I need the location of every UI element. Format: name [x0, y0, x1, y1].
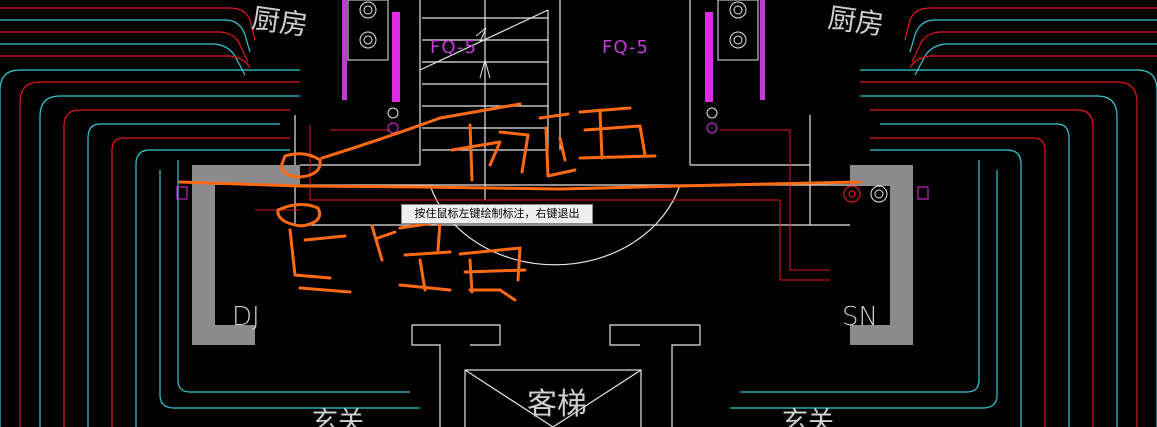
- label-kitchen-right: 厨房: [826, 1, 886, 41]
- left-wall-lines: [0, 7, 420, 427]
- magenta-fixtures: [176, 122, 929, 200]
- label-fq-left: FQ-5: [430, 37, 477, 58]
- top-fixtures: [347, 0, 888, 203]
- label-sn: SN: [842, 302, 878, 332]
- label-kitchen-left: 厨房: [250, 2, 310, 42]
- right-wall-lines: [730, 7, 1157, 427]
- red-internal-lines: [255, 125, 830, 281]
- gray-walls: [192, 165, 913, 345]
- label-dj: DJ: [232, 302, 260, 332]
- orange-markup-annotations: [178, 102, 862, 302]
- core-structure: [255, 0, 900, 427]
- label-fq-right: FQ-5: [602, 37, 649, 58]
- label-elevator: 客梯: [527, 387, 587, 422]
- magenta-pipes: [342, 0, 765, 102]
- label-bottom-right: 玄关: [782, 407, 834, 427]
- stair-arrow-icon: [475, 27, 491, 79]
- label-bottom-left: 玄关: [312, 407, 364, 427]
- red-valve-icon: [843, 185, 861, 203]
- draw-annotation-tooltip: 按住鼠标左键绘制标注，右键退出: [401, 204, 593, 224]
